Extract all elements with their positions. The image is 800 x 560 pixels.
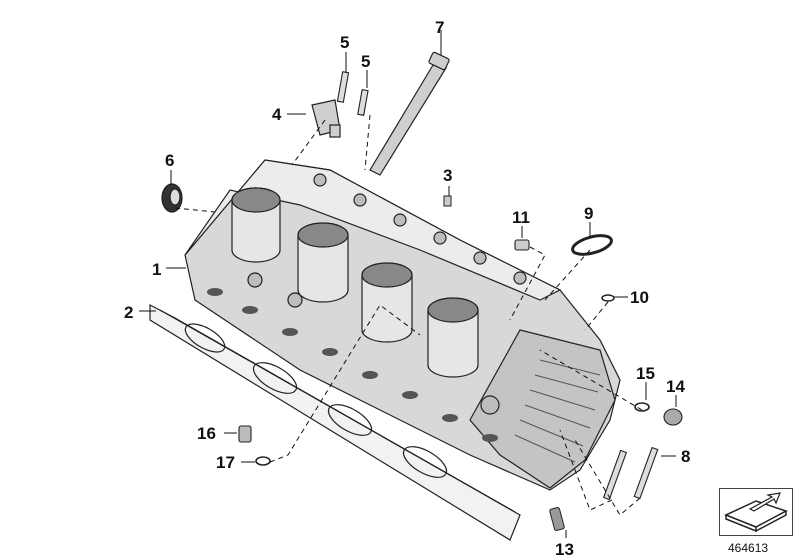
sleeve <box>549 507 565 531</box>
callout-10: 10 <box>630 288 649 307</box>
screws <box>336 71 369 116</box>
tray-arrow-icon <box>724 492 788 533</box>
callout-17: 17 <box>216 453 235 472</box>
stud-bolts <box>602 446 659 501</box>
callout-4: 4 <box>272 105 282 124</box>
o-ring <box>571 234 613 256</box>
parts-tray-icon <box>719 488 793 536</box>
screw-plug <box>634 402 683 426</box>
long-bolt <box>369 51 450 176</box>
leader-lines <box>139 30 677 538</box>
reference-number: 464613 <box>728 541 769 555</box>
callout-2: 2 <box>124 303 134 322</box>
callout-14: 14 <box>666 377 685 396</box>
small-seal <box>601 294 615 302</box>
banjo-bolt <box>514 239 530 251</box>
callout-16: 16 <box>197 424 216 443</box>
callout-1: 1 <box>152 260 162 279</box>
callout-5-upper: 5 <box>340 33 350 52</box>
callout-6: 6 <box>165 151 175 170</box>
callout-7: 7 <box>435 18 445 37</box>
cylinder-head-illustration <box>184 159 621 491</box>
callout-8: 8 <box>681 447 691 466</box>
callout-9: 9 <box>584 204 594 223</box>
callout-3: 3 <box>443 166 453 185</box>
dowel-pin <box>443 195 452 207</box>
callout-5-lower: 5 <box>361 52 371 71</box>
plug-and-ring <box>238 425 271 466</box>
callout-15: 15 <box>636 364 655 383</box>
callout-11: 11 <box>512 208 530 227</box>
seal-ring <box>161 183 183 213</box>
callout-13: 13 <box>555 540 574 559</box>
head-gasket <box>149 304 521 541</box>
chain-guide <box>311 99 341 138</box>
